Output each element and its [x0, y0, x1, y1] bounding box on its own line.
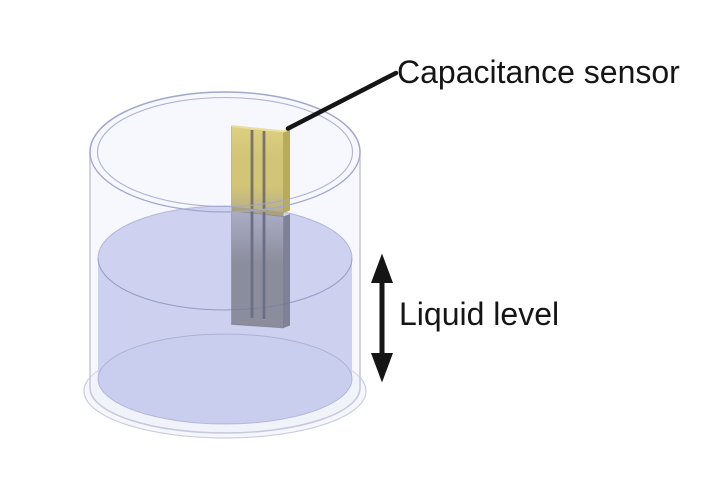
leader-line	[285, 70, 399, 131]
sensor-face-dry	[231, 125, 284, 214]
liquid-surface-front-edge	[97, 257, 353, 311]
liquid-level-arrow-icon	[371, 253, 393, 383]
capacitance-sensor-label: Capacitance sensor	[397, 54, 680, 90]
rim-outer-edge	[89, 91, 361, 213]
liquid-bottom-surface	[97, 333, 353, 425]
container-rim	[89, 91, 361, 311]
sensor-side-submerged	[283, 214, 290, 328]
sensor-electrode-left-submerged	[250, 211, 254, 318]
rim-inner-edge	[96, 96, 354, 208]
sensor-side-dry	[283, 129, 290, 213]
container-wall	[89, 91, 361, 434]
sensor-waterline-band	[231, 206, 284, 217]
capacitance-sensor	[231, 125, 291, 329]
sensor-electrode-right	[262, 131, 266, 211]
sensor-face-submerged	[231, 210, 284, 329]
arrow-head-down	[371, 353, 393, 383]
arrow-head-up	[371, 253, 393, 283]
sensor-electrode-left	[250, 130, 254, 210]
sensor-electrode-right-submerged	[262, 212, 266, 319]
liquid-level-label: Liquid level	[399, 296, 560, 332]
